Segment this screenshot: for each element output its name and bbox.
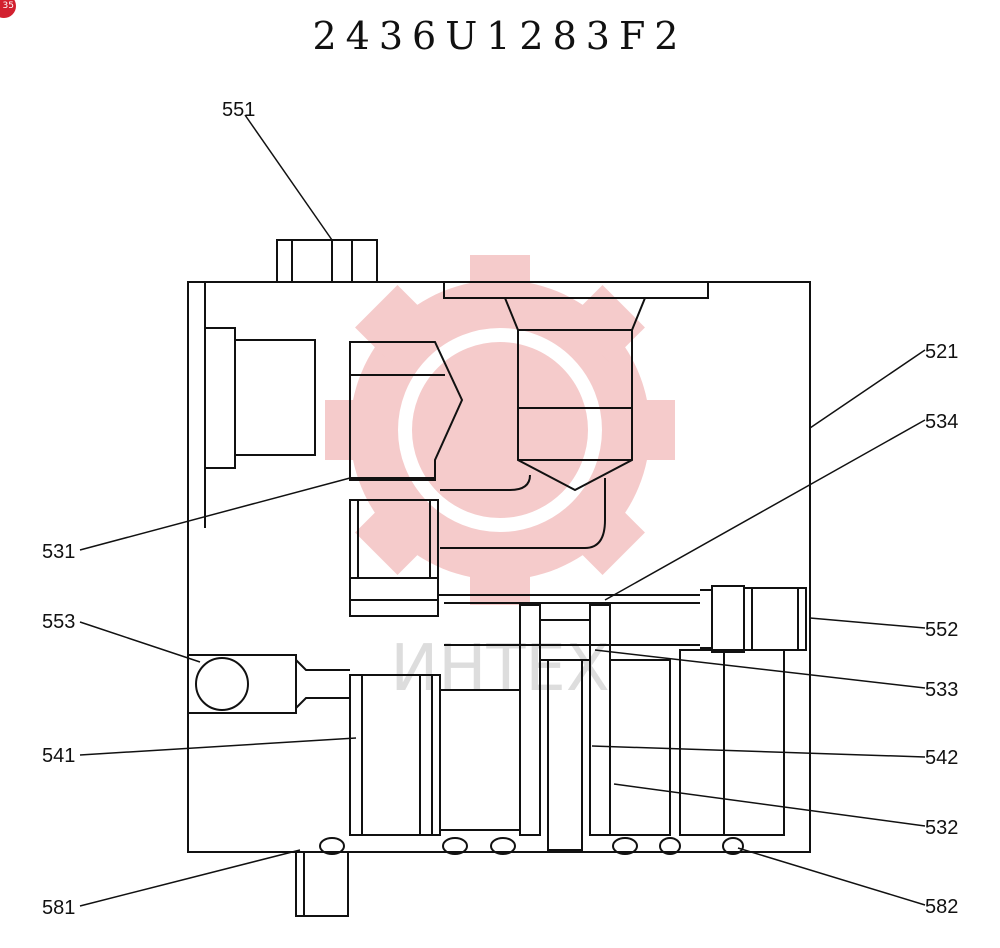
watermark-ring-icon	[405, 335, 595, 525]
drawing-number: 2436U1283F2	[312, 14, 688, 58]
callout-581: 581	[42, 897, 75, 919]
callout-521: 521	[925, 341, 958, 363]
plug-552	[744, 588, 806, 650]
callout-labels: 551 521 534 531 553 552 533 541 542 532 …	[42, 99, 958, 919]
bottom-stub	[296, 852, 348, 916]
watermark-gear-icon	[325, 255, 675, 605]
callout-533: 533	[925, 679, 958, 701]
callout-553: 553	[42, 611, 75, 633]
spool-531	[350, 342, 462, 480]
o-ring-581	[320, 838, 344, 854]
left-port	[205, 328, 315, 468]
leader-lines	[80, 115, 925, 906]
callout-534: 534	[925, 411, 958, 433]
callout-582: 582	[925, 896, 958, 918]
passage	[440, 475, 530, 490]
callout-551: 551	[222, 99, 255, 121]
drawing-lines	[80, 115, 925, 916]
callout-552: 552	[925, 619, 958, 641]
watermark: ИНТЕХ	[325, 255, 675, 706]
callout-532: 532	[925, 817, 958, 839]
callout-541: 541	[42, 745, 75, 767]
callout-542: 542	[925, 747, 958, 769]
corner-badge: 35	[0, 0, 16, 18]
plug-553	[188, 655, 296, 713]
valve-block-body	[188, 282, 810, 852]
watermark-text: ИНТЕХ	[390, 632, 609, 706]
o-ring-582	[723, 838, 743, 854]
callout-531: 531	[42, 541, 75, 563]
pin-542	[548, 660, 582, 850]
